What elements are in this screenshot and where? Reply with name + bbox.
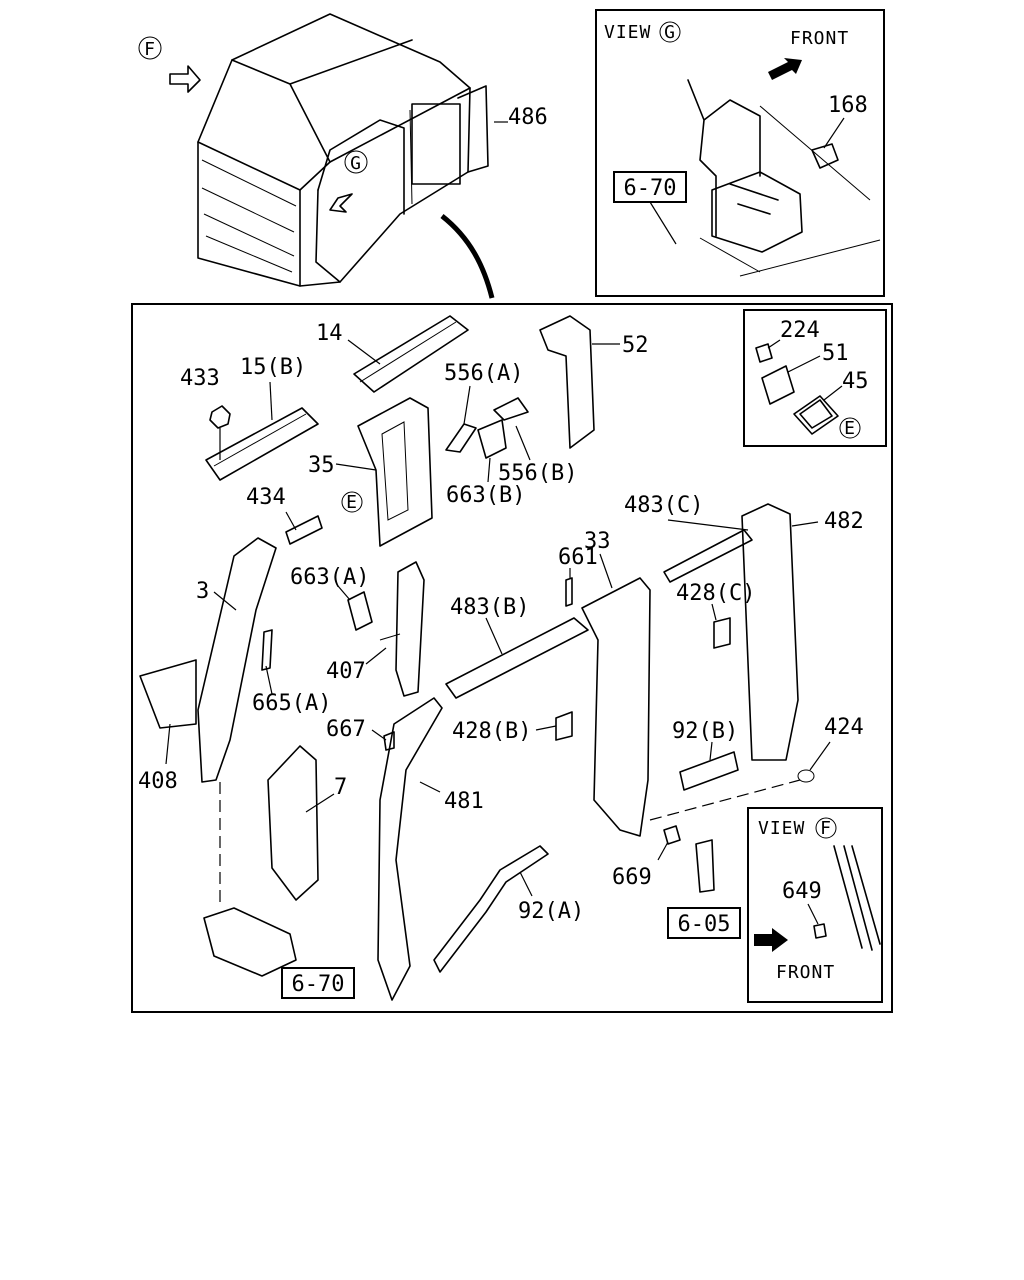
view-f-letter: F [820,818,832,839]
view-f-panel: VIEW F 649 FRONT [747,807,883,1003]
leader-lines [165,339,831,897]
ref-box-6-70: 6-70 [281,967,355,999]
part-labels: 14 15(B) 433 556(A) 52 35 556(B) 663(B) … [138,321,864,924]
view-g-ref-6-70: 6-70 [624,176,677,201]
view-f-label-649: 649 [782,879,822,904]
view-g-panel: VIEW G FRONT 168 6-70 [595,9,885,297]
cab-f-letter: F [144,39,156,60]
label-428b: 428(B) [452,719,531,744]
cab-f-marker: F [138,36,162,60]
label-14: 14 [316,321,343,346]
label-667: 667 [326,717,366,742]
label-407: 407 [326,659,366,684]
cab-g-letter: G [350,153,362,174]
ref-box-6-05: 6-05 [667,907,741,939]
label-15b: 15(B) [240,355,306,380]
inset-panel: E 224 51 45 [743,309,887,447]
label-7: 7 [334,775,347,800]
label-665a: 665(A) [252,691,331,716]
view-g-title: VIEW [604,22,651,43]
label-483c: 483(C) [624,493,703,518]
label-663a: 663(A) [290,565,369,590]
part-shapes [139,315,815,1001]
label-52: 52 [622,333,649,358]
main-frame [131,303,893,1013]
view-f-front: FRONT [776,962,835,983]
cab-overview [169,13,495,299]
view-g-letter: G [664,22,676,43]
label-483b: 483(B) [450,595,529,620]
label-428c: 428(C) [676,581,755,606]
label-661: 661 [558,545,598,570]
label-35: 35 [308,453,335,478]
cab-g-marker: G [344,150,368,174]
label-481: 481 [444,789,484,814]
label-ref-6-05: 6-05 [678,912,731,937]
inset-label-224: 224 [780,318,820,343]
view-f-title: VIEW [758,818,805,839]
label-486: 486 [508,105,548,130]
label-3: 3 [196,579,209,604]
inset-e-letter: E [844,418,856,439]
inset-label-45: 45 [842,369,869,394]
e-marker-letter: E [346,492,358,513]
label-92a: 92(A) [518,899,584,924]
label-ref-6-70: 6-70 [292,972,345,997]
e-marker: E [341,491,363,513]
label-556b: 556(B) [498,461,577,486]
label-92b: 92(B) [672,719,738,744]
label-408: 408 [138,769,178,794]
inset-label-51: 51 [822,341,849,366]
label-33: 33 [584,529,611,554]
view-g-label-168: 168 [828,93,868,118]
label-434: 434 [246,485,286,510]
label-669: 669 [612,865,652,890]
label-663b: 663(B) [446,483,525,508]
label-482: 482 [824,509,864,534]
label-433: 433 [180,366,220,391]
label-556a: 556(A) [444,361,523,386]
label-424: 424 [824,715,864,740]
view-g-front: FRONT [790,28,849,49]
